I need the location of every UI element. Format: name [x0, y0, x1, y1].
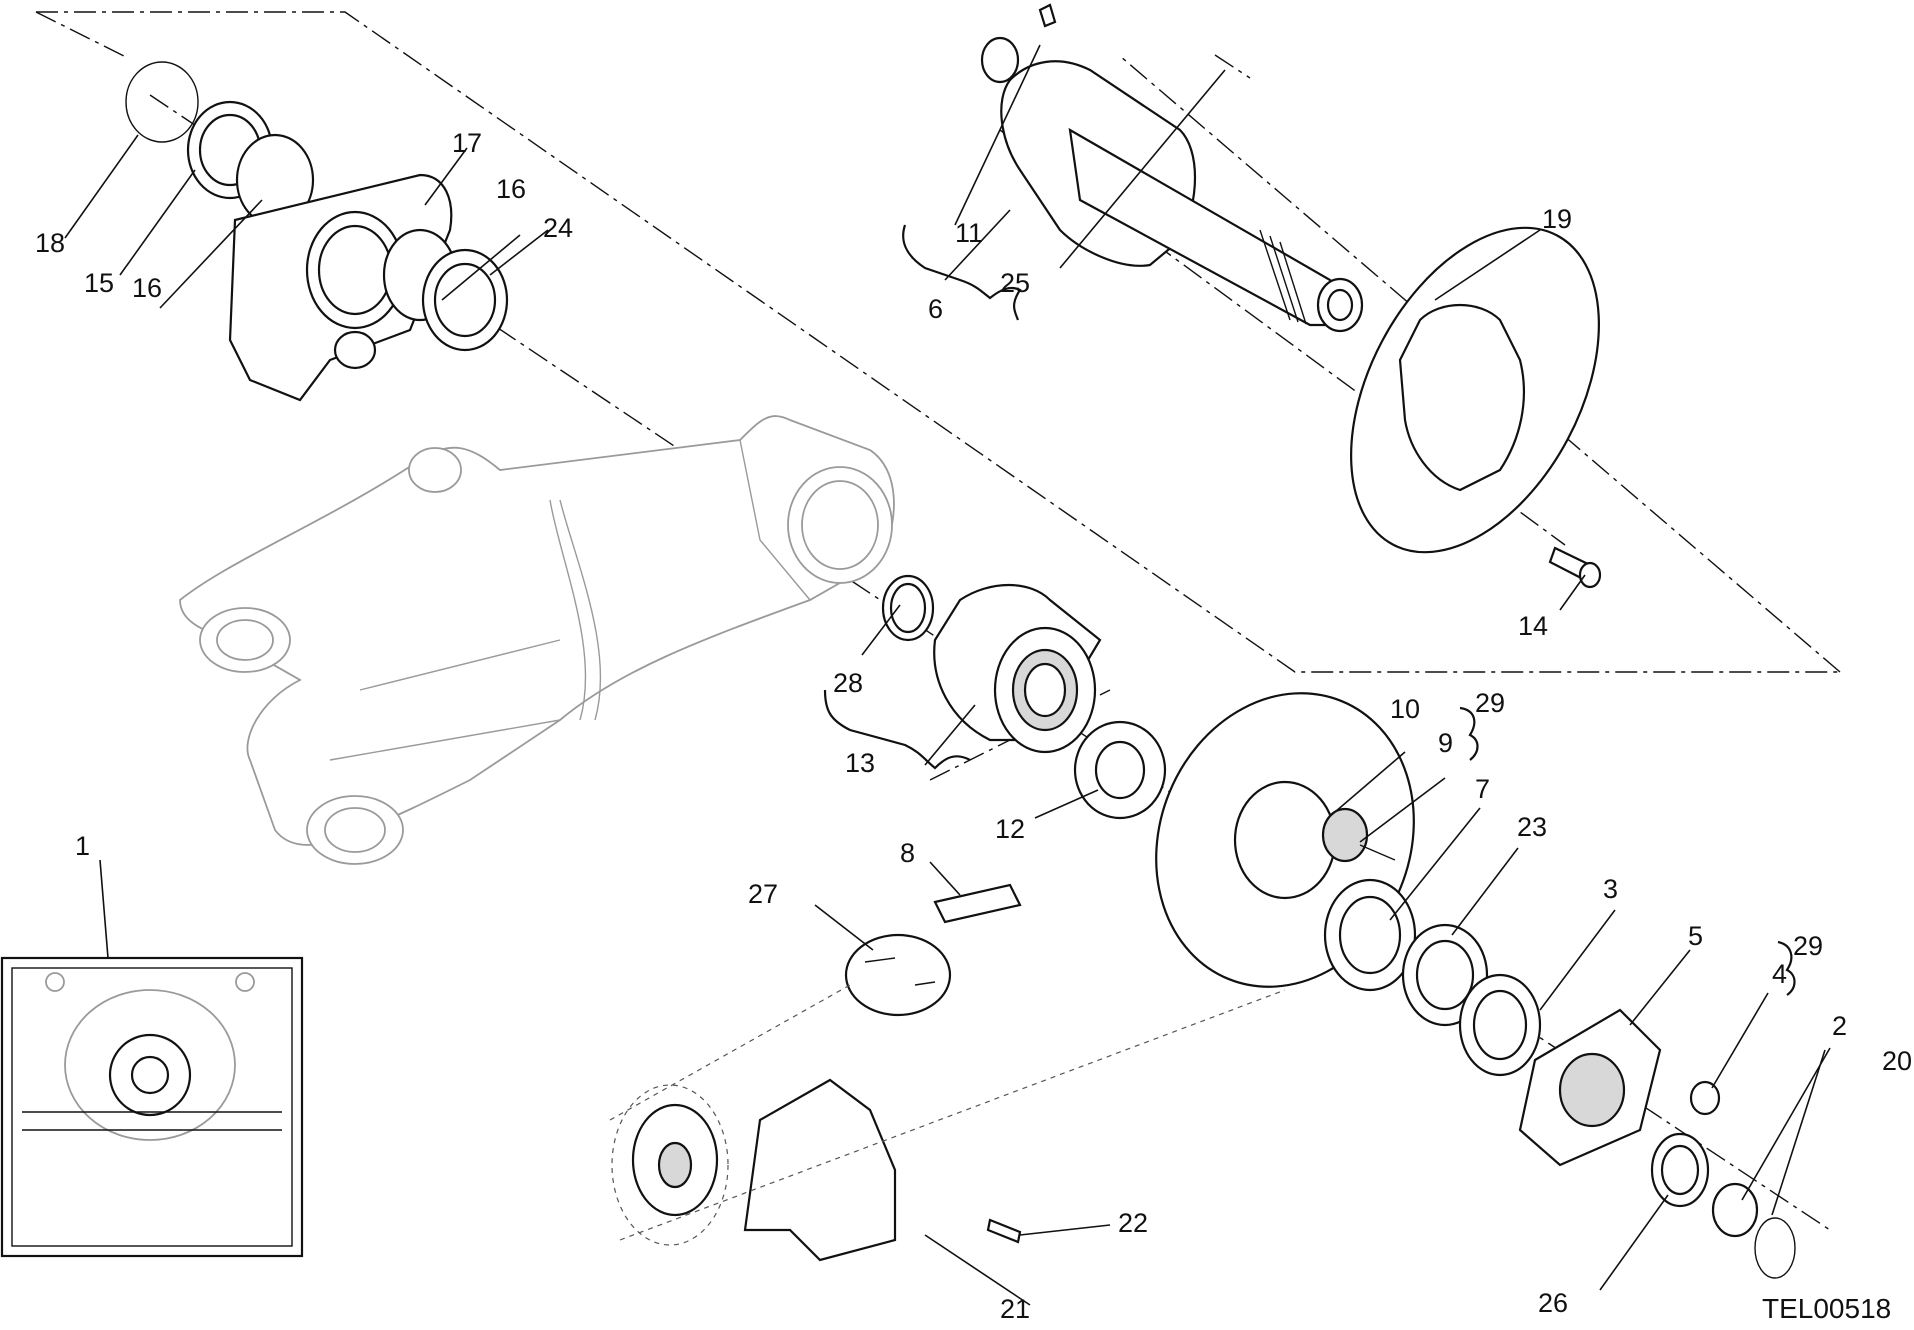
swingarm-illustration [179, 415, 895, 865]
callout-22: 22 [1118, 1208, 1148, 1238]
callout-19: 19 [1542, 204, 1572, 234]
callout-14: 14 [1518, 611, 1548, 641]
callout-17: 17 [452, 128, 482, 158]
callout-11: 11 [955, 218, 983, 248]
callout-21: 21 [1000, 1294, 1030, 1324]
callout-8: 8 [900, 838, 915, 868]
callout-6: 6 [928, 294, 943, 324]
callout-4: 4 [1772, 959, 1787, 989]
callout-23: 23 [1517, 812, 1547, 842]
leader-lines [64, 44, 1831, 1306]
inset-detail-1 [0, 956, 304, 1258]
callout-24: 24 [543, 213, 573, 243]
callout-7: 7 [1475, 774, 1490, 804]
callout-20: 20 [1882, 1046, 1912, 1076]
callout-29b: 29 [1793, 931, 1823, 961]
callout-15: 15 [84, 268, 114, 298]
callout-27: 27 [748, 879, 778, 909]
callout-16a: 16 [496, 174, 526, 204]
callout-12: 12 [995, 814, 1025, 844]
callout-9: 9 [1438, 728, 1453, 758]
callout-1: 1 [75, 831, 90, 861]
callout-25: 25 [1000, 268, 1030, 298]
bolt-14 [1548, 546, 1602, 589]
callout-16b: 16 [132, 273, 162, 303]
spacers-7-23 [1323, 878, 1542, 1077]
callout-5: 5 [1688, 921, 1703, 951]
callout-26: 26 [1538, 1288, 1568, 1318]
callout-10: 10 [1390, 694, 1420, 724]
left-side-parts [125, 61, 509, 402]
callout-13: 13 [845, 748, 875, 778]
chain-link [844, 883, 1022, 1017]
rear-axle-shaft [980, 3, 1364, 333]
brake-disc [1350, 226, 1600, 554]
callout-3: 3 [1603, 874, 1618, 904]
callout-28: 28 [833, 668, 863, 698]
flange-and-nut [1518, 1008, 1796, 1279]
rear-sprocket [1155, 692, 1415, 988]
callout-29a: 29 [1475, 688, 1505, 718]
spacer-12 [1073, 720, 1167, 820]
callout-2: 2 [1832, 1011, 1847, 1041]
braces [823, 224, 1796, 996]
drawing-code: TEL00518 [1762, 1293, 1891, 1324]
callout-labels: 1 2 3 4 5 6 7 8 9 10 11 12 13 14 15 16 1… [35, 128, 1912, 1324]
eccentric-hub [881, 574, 1102, 754]
callout-18: 18 [35, 228, 65, 258]
front-sprocket-cover [609, 984, 1286, 1262]
